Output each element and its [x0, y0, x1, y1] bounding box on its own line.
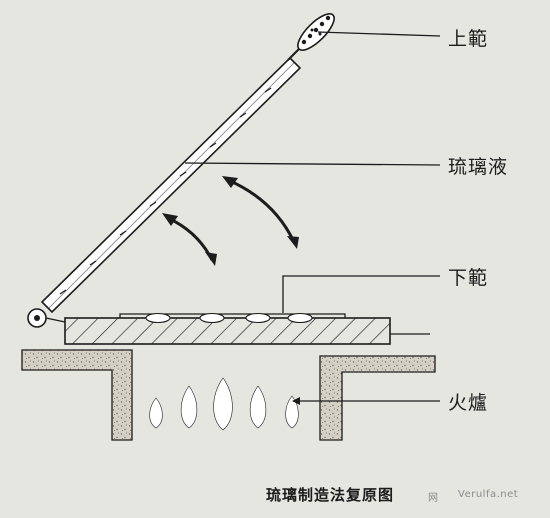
leader-line-upper-mold [317, 31, 441, 37]
label-upper-mold: 上範 [448, 28, 489, 50]
watermark-char: 网 [428, 493, 439, 504]
flame [180, 385, 198, 429]
upper-mold-shape [40, 56, 302, 314]
leader-lines [184, 31, 441, 405]
diagram-caption: 琉璃制造法复原图 [266, 486, 395, 504]
leader-arrowhead-furnace [292, 397, 300, 405]
label-furnace: 火爐 [448, 392, 489, 414]
leader-line-glass-liquid [184, 162, 441, 166]
flame [213, 377, 233, 431]
label-lower-mold: 下範 [448, 267, 489, 289]
watermark-site: Verulfa.net [458, 489, 519, 500]
glass-liquid-on-mold [145, 312, 313, 324]
leader-line-lower-mold [282, 275, 440, 313]
motion-arrow-right [222, 176, 299, 249]
flame [285, 395, 299, 429]
lower-mold-shape [64, 313, 430, 345]
label-glass-liquid: 琉璃液 [448, 156, 509, 178]
furnace-walls [21, 349, 436, 441]
handle-knob [287, 13, 335, 61]
motion-arrow-left [162, 213, 217, 266]
flame [149, 397, 163, 429]
hinge [27, 308, 66, 328]
flame [249, 385, 267, 429]
flames [149, 377, 299, 431]
